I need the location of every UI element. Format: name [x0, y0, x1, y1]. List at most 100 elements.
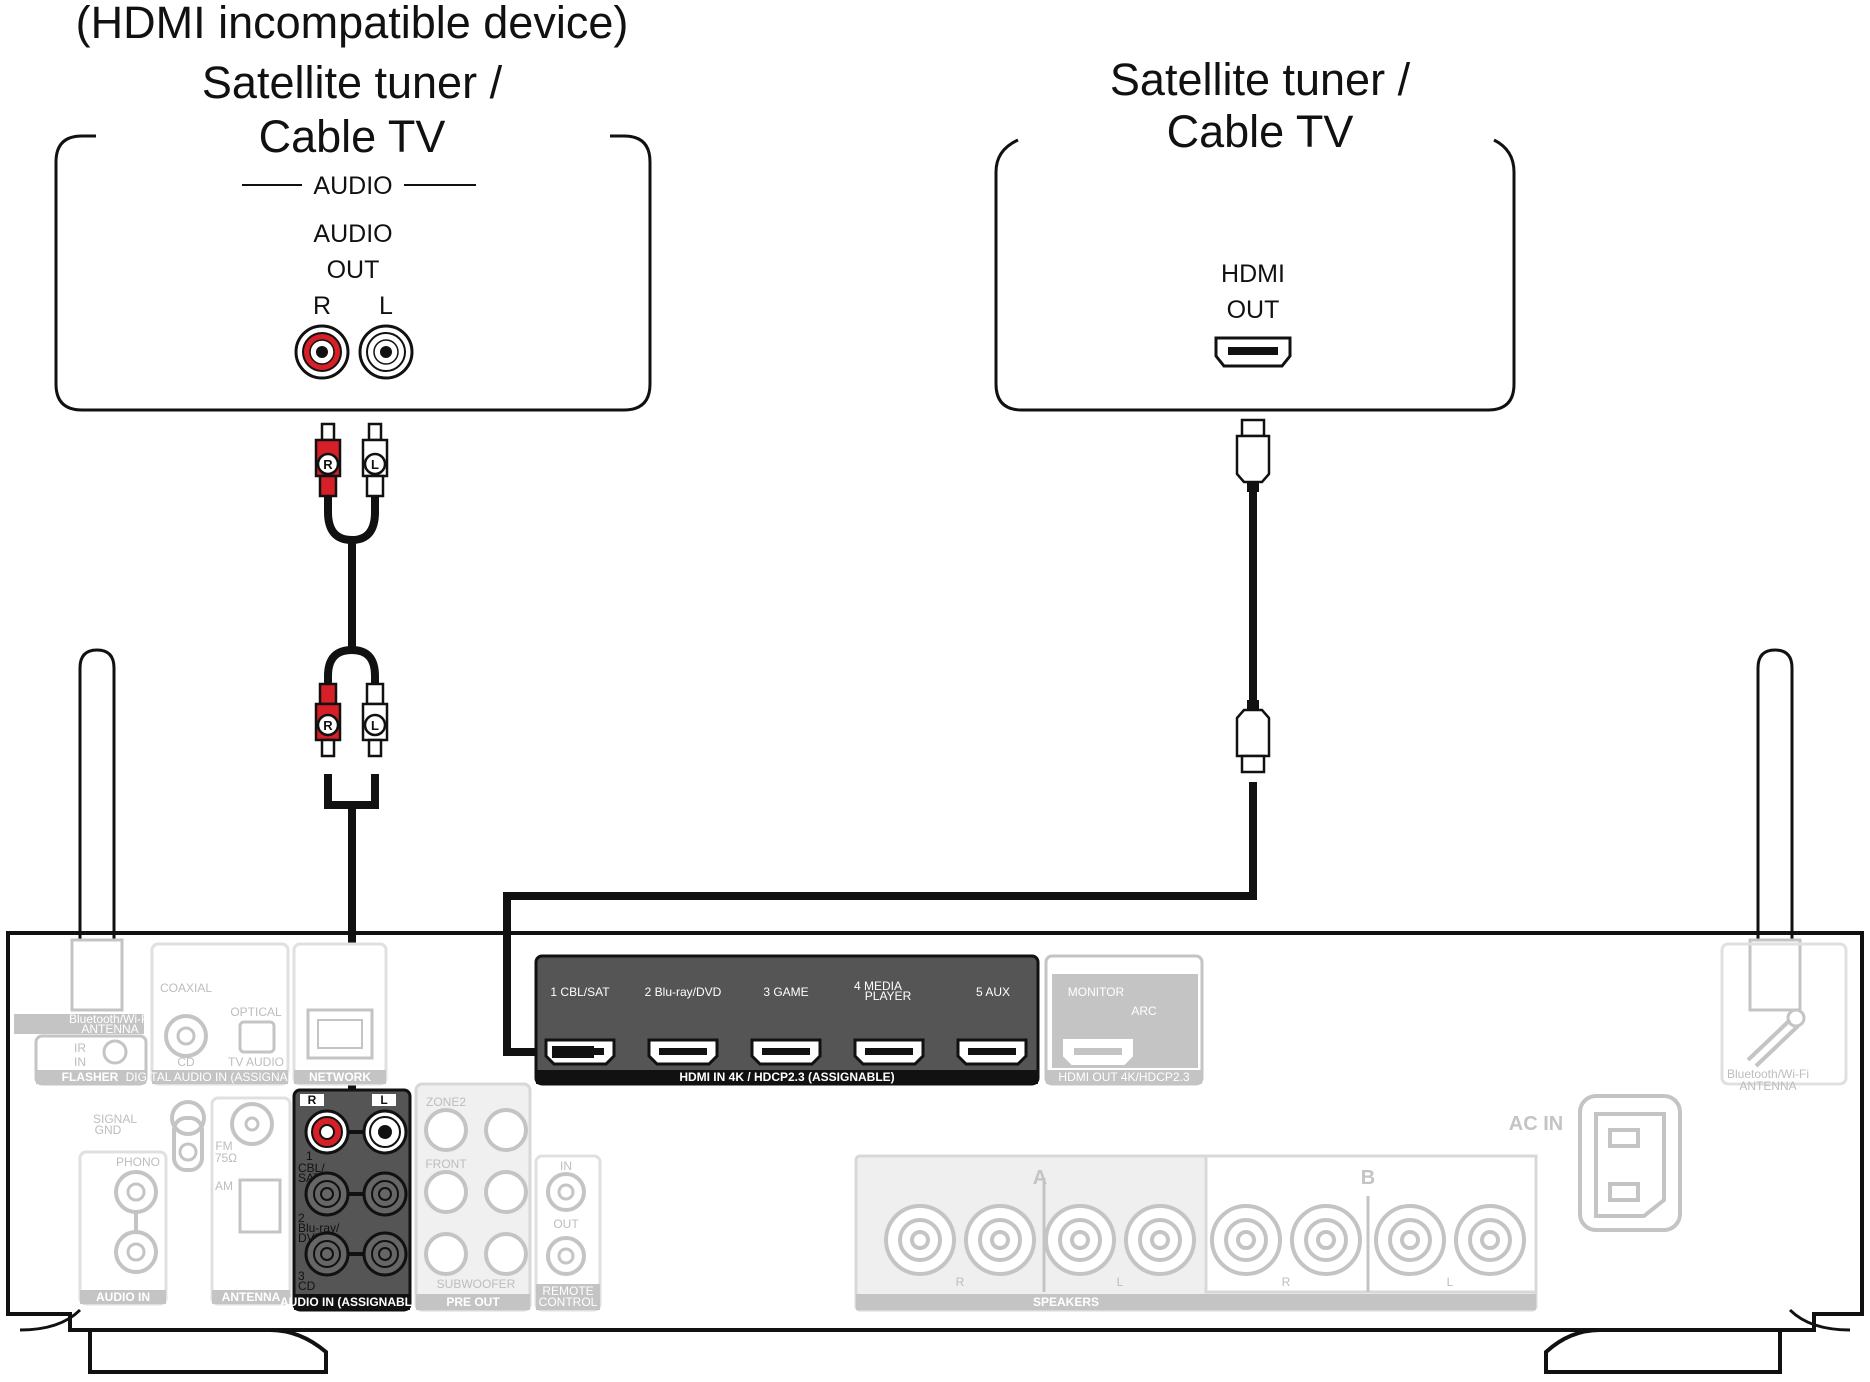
hdmi-out-section: MONITOR ARC HDMI OUT 4K/HDCP2.3: [1044, 954, 1204, 1086]
hdmi-plug-lower: [1235, 700, 1271, 774]
hdmi-in-port-3: [750, 1038, 822, 1066]
svg-text:CD: CD: [298, 1279, 316, 1293]
rca-plug-upper-l: L: [361, 422, 389, 498]
source-device-title-line2: Cable TV: [259, 111, 446, 162]
flasher-section: IR IN FLASHER: [34, 1034, 148, 1086]
hdmi-in-port-5: [956, 1038, 1028, 1066]
hdmi-out-label-line1: HDMI: [1221, 260, 1285, 288]
plug-upper-r-label: R: [323, 457, 333, 472]
hdmi-out-label-line2: OUT: [1227, 296, 1280, 324]
antenna-caption: ANTENNA: [222, 1290, 281, 1304]
am-label: AM: [215, 1179, 233, 1193]
ac-in-section: AC IN: [1509, 1094, 1682, 1232]
hdmi-plug-in-port-1: [552, 1046, 594, 1058]
hdmi-device-title-line2: Cable TV: [1167, 106, 1354, 157]
hdmi-in-2-label: 2 Blu-ray/DVD: [645, 985, 722, 999]
source-device-title-line1: Satellite tuner /: [202, 57, 503, 108]
svg-text:1: 1: [306, 1149, 313, 1163]
hdmi-cable: [503, 418, 1271, 1056]
front-label: FRONT: [425, 1157, 467, 1171]
antenna-terminal-left: Bluetooth/Wi-Fi ANTENNA: [14, 1012, 151, 1036]
cd-label: CD: [177, 1055, 195, 1069]
svg-text:ANTENNA: ANTENNA: [1739, 1079, 1796, 1093]
audio-in-1-jacks: [304, 1109, 408, 1155]
plug-lower-r-label: R: [323, 718, 333, 733]
svg-text:IN: IN: [74, 1055, 86, 1069]
svg-text:R: R: [1282, 1275, 1291, 1289]
audio-in-caption-left: AUDIO IN: [96, 1290, 150, 1304]
svg-text:L: L: [1117, 1275, 1124, 1289]
av-receiver-rear-panel: Bluetooth/Wi-Fi ANTENNA IR IN FLASHER CO…: [6, 648, 1864, 1374]
hdmi-out-caption: HDMI OUT 4K/HDCP2.3: [1058, 1070, 1189, 1084]
monitor-label: MONITOR: [1068, 985, 1125, 999]
phono-section: SIGNAL GND PHONO AUDIO IN: [78, 1100, 206, 1306]
subwoofer-label: SUBWOOFER: [437, 1277, 516, 1291]
audio-out-label-line2: OUT: [327, 256, 380, 284]
svg-text:GND: GND: [95, 1123, 122, 1137]
antenna-label-left: Bluetooth/Wi-Fi: [69, 1012, 151, 1026]
remote-out-label: OUT: [553, 1217, 579, 1231]
zone2-label: ZONE2: [426, 1095, 466, 1109]
plug-upper-l-label: L: [371, 457, 379, 472]
hdmi-in-caption: HDMI IN 4K / HDCP2.3 (ASSIGNABLE): [679, 1070, 894, 1084]
network-label: NETWORK: [309, 1070, 371, 1084]
hdmi-in-3-label: 3 GAME: [763, 985, 808, 999]
speaker-b-label: B: [1361, 1167, 1375, 1189]
pre-out-section: ZONE2 FRONT SUBWOOFER PRE OUT: [414, 1082, 532, 1312]
svg-text:CBL/: CBL/: [298, 1161, 325, 1175]
antenna-right: [1748, 648, 1802, 1012]
remote-in-label: IN: [560, 1159, 572, 1173]
svg-text:Blu-ray/: Blu-ray/: [298, 1221, 340, 1235]
audio-section-label: AUDIO: [313, 172, 392, 200]
audio-in-r-label: R: [308, 1093, 317, 1107]
arc-label: ARC: [1131, 1004, 1157, 1018]
svg-text:IR: IR: [74, 1041, 86, 1055]
rca-jack-red: [294, 324, 350, 380]
speaker-l-label: L: [1447, 1275, 1454, 1289]
speaker-r-label: R: [956, 1275, 965, 1289]
plug-lower-l-label: L: [371, 718, 379, 733]
svg-text:CONTROL: CONTROL: [539, 1295, 598, 1309]
audio-out-label-line1: AUDIO: [313, 220, 392, 248]
hdmi-device-title-line1: Satellite tuner /: [1110, 54, 1411, 105]
digital-audio-in-section: COAXIAL CD OPTICAL TV AUDIO DIGITAL AUDI…: [126, 942, 315, 1086]
hdmi-source-device: Satellite tuner / Cable TV HDMI OUT: [994, 54, 1516, 412]
receiver-chassis: [6, 931, 1864, 1332]
audio-in-l-label: L: [380, 1093, 387, 1107]
hdmi-in-port-2: [647, 1038, 719, 1066]
svg-text:ANTENNA: ANTENNA: [81, 1022, 138, 1036]
phono-label: PHONO: [116, 1155, 160, 1169]
tv-audio-label: TV AUDIO: [228, 1055, 284, 1069]
optical-label: OPTICAL: [230, 1005, 282, 1019]
flasher-label: FLASHER: [62, 1070, 119, 1084]
svg-text:PLAYER: PLAYER: [865, 989, 912, 1003]
hdmi-in-5-label: 5 AUX: [976, 985, 1010, 999]
rca-jack-white: [358, 324, 414, 380]
audio-in-assignable-section: R L 1 CBL/ SAT: [280, 1088, 424, 1312]
hdmi-in-section: 1 CBL/SAT 2 Blu-ray/DVD 3 GAME 4 MEDIA P…: [534, 954, 1040, 1086]
digital-audio-caption: DIGITAL AUDIO IN (ASSIGNABLE): [126, 1070, 315, 1084]
svg-text:REMOTE: REMOTE: [542, 1284, 593, 1298]
network-section: NETWORK: [292, 942, 388, 1086]
svg-text:3: 3: [298, 1269, 305, 1283]
pre-out-caption: PRE OUT: [446, 1295, 500, 1309]
hdmi-in-4-label: 4 MEDIA: [854, 979, 902, 993]
channel-r-label: R: [313, 292, 331, 320]
svg-text:75Ω: 75Ω: [215, 1151, 237, 1165]
svg-text:2: 2: [298, 1211, 305, 1225]
audio-in-3-jacks: [304, 1231, 408, 1277]
fm-am-antenna-section: FM 75Ω AM ANTENNA: [210, 1096, 292, 1306]
speakers-caption: SPEAKERS: [1033, 1295, 1099, 1309]
rca-plug-upper-r: R: [314, 422, 342, 498]
hdmi-incompatible-note: (HDMI incompatible device): [76, 0, 629, 48]
coaxial-label: COAXIAL: [160, 981, 212, 995]
rca-plug-lower-l: L: [361, 682, 389, 758]
audio-in-2-jacks: [304, 1171, 408, 1217]
channel-l-label: L: [379, 292, 393, 320]
hdmi-in-1-label: 1 CBL/SAT: [550, 985, 610, 999]
antenna-terminal-right: Bluetooth/Wi-Fi ANTENNA: [1720, 942, 1848, 1093]
rca-plug-lower-r: R: [314, 682, 342, 758]
audio-in-caption: AUDIO IN (ASSIGNABLE): [280, 1295, 424, 1309]
hdmi-device-box: [994, 138, 1516, 412]
